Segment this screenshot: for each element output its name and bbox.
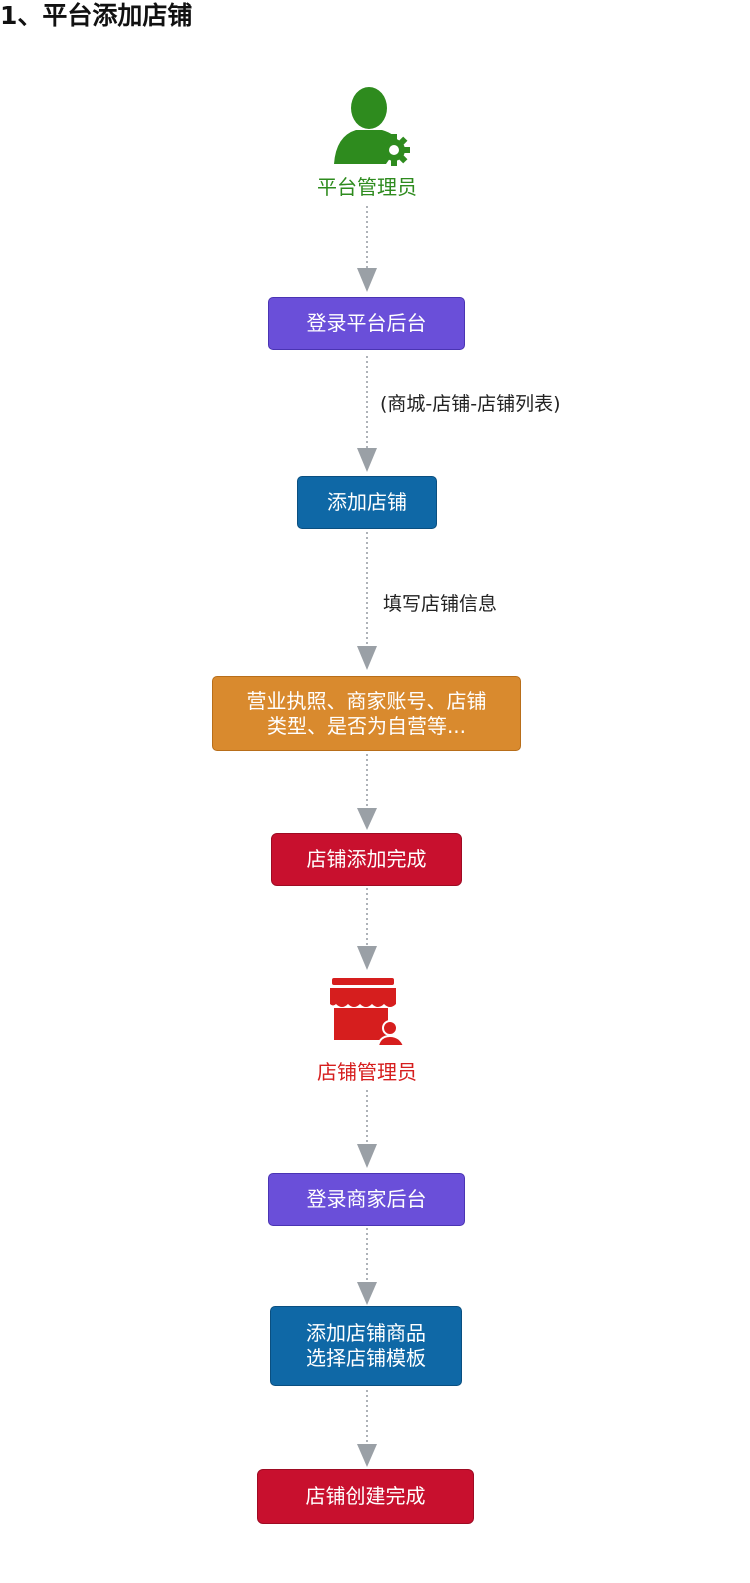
admin-gear-icon — [334, 87, 410, 166]
step-login-merchant: 登录商家后台 — [268, 1173, 465, 1226]
step-add-store: 添加店铺 — [297, 476, 437, 529]
store-admin-icon — [330, 978, 406, 1047]
arrowhead — [357, 1144, 377, 1168]
step-add-products-line1: 添加店铺商品 — [306, 1321, 426, 1345]
arrowhead — [357, 646, 377, 670]
step-store-added-label: 店铺添加完成 — [306, 847, 427, 871]
step-login-merchant-label: 登录商家后台 — [306, 1187, 427, 1211]
step-add-store-label: 添加店铺 — [327, 490, 407, 514]
step-store-info: 营业执照、商家账号、店铺 类型、是否为自营等... — [212, 676, 521, 751]
step-store-created: 店铺创建完成 — [257, 1469, 474, 1524]
store-admin-label: 店铺管理员 — [317, 1060, 417, 1084]
edge-label-fill-info: 填写店铺信息 — [383, 593, 498, 615]
step-store-info-line1: 营业执照、商家账号、店铺 — [246, 688, 487, 713]
arrowhead — [357, 268, 377, 292]
step-store-info-line2: 类型、是否为自营等... — [266, 713, 467, 738]
step-store-created-label: 店铺创建完成 — [305, 1484, 426, 1508]
step-store-added: 店铺添加完成 — [271, 833, 462, 886]
arrowhead — [357, 1444, 377, 1467]
arrowhead — [357, 808, 377, 830]
platform-admin-label: 平台管理员 — [317, 175, 417, 199]
page-title: 1、平台添加店铺 — [0, 1, 193, 30]
edge-label-menu-path: (商城-店铺-店铺列表) — [380, 393, 561, 415]
step-login-platform: 登录平台后台 — [268, 297, 465, 350]
step-add-products-line2: 选择店铺模板 — [306, 1346, 426, 1370]
step-add-products: 添加店铺商品 选择店铺模板 — [270, 1306, 462, 1386]
step-login-platform-label: 登录平台后台 — [306, 311, 427, 335]
arrowhead — [357, 448, 377, 472]
arrowhead — [357, 1282, 377, 1305]
arrowhead — [357, 946, 377, 970]
